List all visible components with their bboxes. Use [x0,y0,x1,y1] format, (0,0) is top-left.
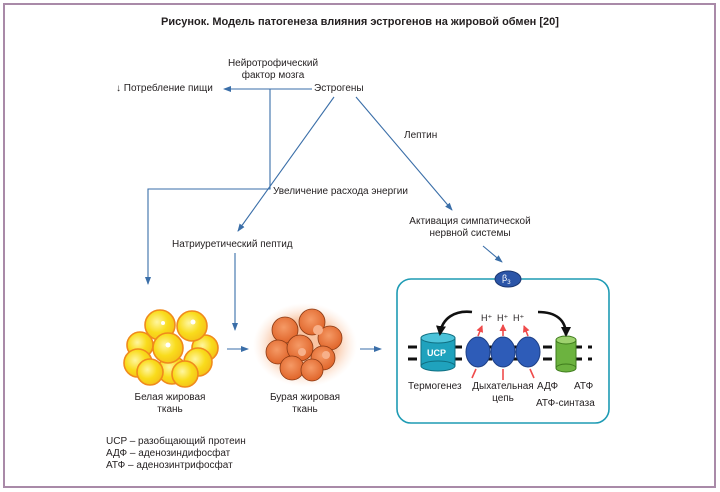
brown-fat-line1: Бурая жировая [269,392,341,403]
beta3-receptor [494,270,522,288]
arrow-sympathetic-to-receptor [482,245,503,263]
cell-panel [396,270,610,424]
adp-label: АДФ [537,381,559,392]
proton-1: H⁺ [481,313,493,323]
sympathetic-activation-label: Активация симпатической нервной системы [398,216,542,240]
brown-fat-label: Бурая жировая ткань [255,392,355,416]
natriuretic-peptide-label: Натриуретический пептид [172,239,293,250]
legend-item: АТФ – аденозинтрифосфат [106,460,233,471]
white-fat-illustration [123,309,219,388]
receptor-symbol: β [502,273,508,283]
resp-chain-line2: цепь [492,393,514,404]
sympathetic-line2: нервной системы [429,228,511,239]
white-fat-label: Белая жировая ткань [120,392,220,416]
sympathetic-line1: Активация симпатической [409,216,531,227]
receptor-subscript: 3 [507,279,511,286]
proton-3: H⁺ [513,313,525,323]
food-intake-label: ↓ Потребление пищи [116,83,213,94]
ucp-channel [420,332,456,372]
abbreviation-legend: UCP – разобщающий протеин АДФ – аденозин… [106,436,246,472]
atp-label: АТФ [574,381,594,392]
arrow-estrogen-to-natriuretic [237,96,335,232]
proton-2: H⁺ [497,313,509,323]
arrow-bdnf-to-white-fat [145,89,271,285]
figure-frame [3,3,716,488]
bdnf-label: Нейротрофический фактор мозга [218,58,328,82]
proton-arrows [471,324,535,380]
white-fat-line2: ткань [157,404,183,415]
legend-item: АДФ – аденозиндифосфат [106,448,231,459]
brown-fat-illustration [253,303,357,387]
thermogenesis-label: Термогенез [408,381,462,392]
respiratory-chain-label: Дыхательная цепь [468,381,538,405]
bdnf-line2: фактор мозга [241,70,305,81]
atp-synthase-label: АТФ-синтаза [536,398,595,409]
arrow-estrogen-leptin-to-sympathetic [355,96,453,211]
arrows [145,86,503,352]
bdnf-line1: Нейротрофический [227,58,319,69]
energy-expenditure-label: Увеличение расхода энергии [273,186,408,197]
atp-synthase [555,335,577,373]
white-fat-line1: Белая жировая [134,392,206,403]
resp-chain-line1: Дыхательная [472,381,534,392]
legend-item: UCP – разобщающий протеин [106,436,246,447]
ucp-label: UCP [427,348,447,358]
estrogens-label: Эстрогены [314,83,364,94]
leptin-label: Лептин [404,130,438,141]
respiratory-chain [465,336,541,368]
proton-flow-arrows [436,310,571,337]
brown-fat-line2: ткань [292,404,318,415]
beta3-receptor-label: β3 [502,273,511,286]
figure-title: Рисунок. Модель патогенеза влияния эстро… [161,16,559,28]
